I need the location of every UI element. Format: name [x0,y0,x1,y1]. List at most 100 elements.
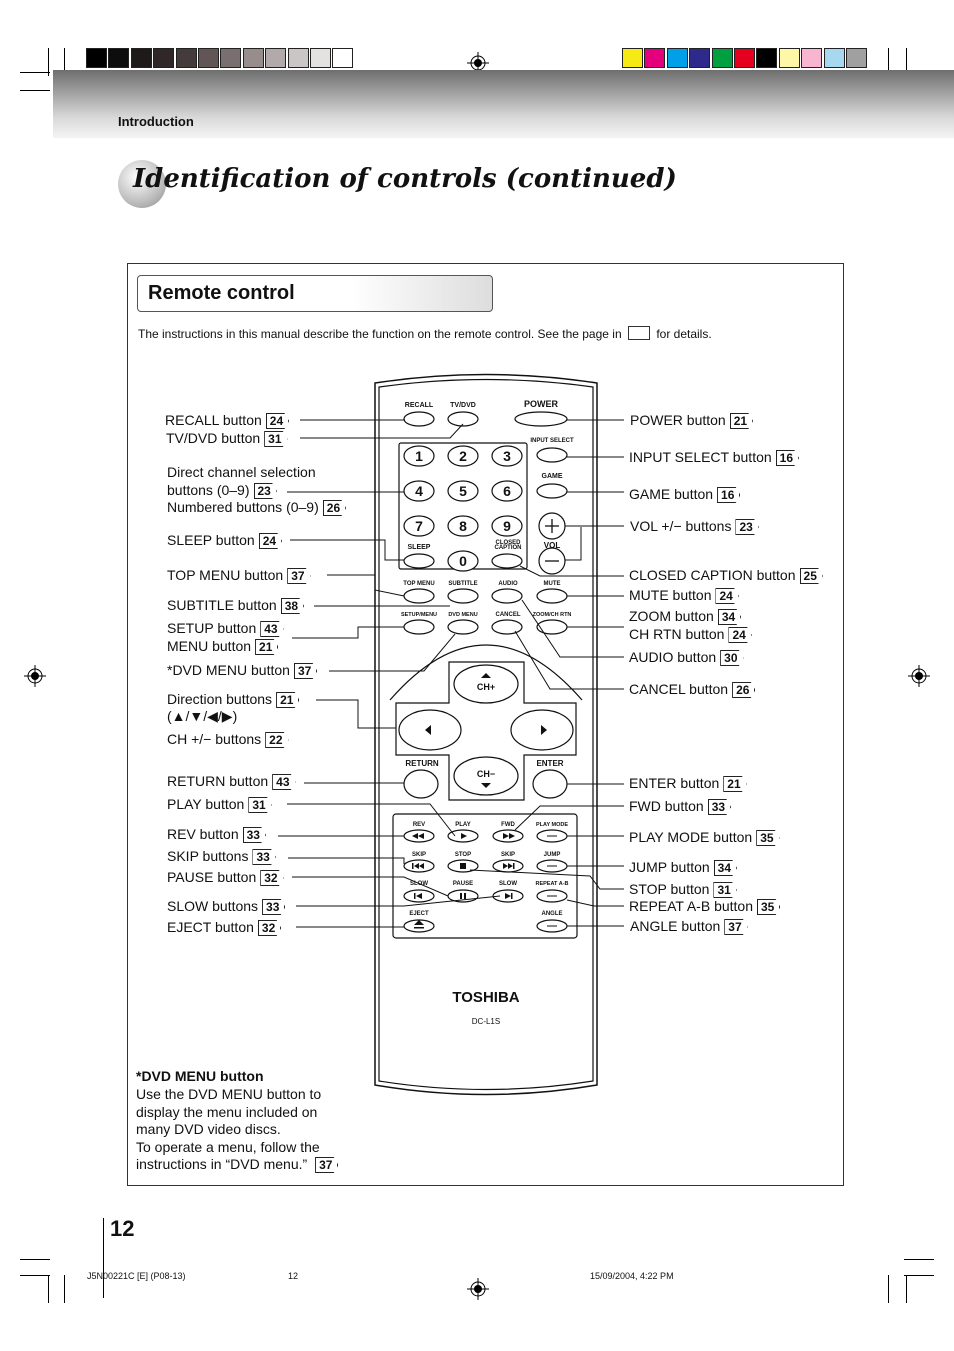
note-title: *DVD MENU button [136,1068,264,1084]
registration-target-icon [908,665,930,687]
crop-mark [906,48,907,76]
page-number-rule [103,1218,104,1298]
title-bullet [118,160,166,208]
crop-mark [888,48,889,76]
remote-label: GAME [542,473,563,480]
crop-mark [64,48,65,76]
label-direct-channel-buttons: buttons (0–9)23 [167,482,277,499]
note-line: many DVD video discs. [136,1121,281,1137]
remote-label: CLOSED [495,540,521,546]
color-swatch [332,48,354,68]
label-direct-channel: Direct channel selection [167,464,316,480]
remote-label: RECALL [405,402,434,409]
crop-mark [48,1275,49,1303]
digit-label: 0 [459,553,467,569]
note-line: display the menu included on [136,1103,318,1120]
registration-target-icon [467,52,489,74]
color-swatch [310,48,331,68]
color-swatch [86,48,107,68]
digit-label: 6 [503,483,511,499]
remote-label: SKIP [412,852,426,858]
color-swatch [823,48,845,68]
crop-mark [20,1259,50,1260]
crop-mark [64,1275,65,1303]
remote-label: ANGLE [542,911,563,917]
digit-label: 5 [459,483,467,499]
digit-label: 2 [459,448,467,464]
footer-center: 12 [288,1271,299,1281]
color-swatch [711,48,733,68]
note-page-ref: 37 [315,1157,339,1173]
remote-label: CH+ [477,682,495,692]
color-swatch [622,48,643,68]
remote-label: JUMP [544,852,561,858]
remote-label: CH− [477,769,495,779]
label-direction-arrows: (▲/▼/◀/▶) [167,708,238,724]
footer-right: 15/09/2004, 4:22 PM [590,1271,674,1281]
crop-mark [20,72,50,73]
brand-logo: TOSHIBA [452,989,519,1006]
color-swatch [756,48,778,68]
note-line-last: instructions in “DVD menu.” 37 [136,1156,356,1174]
remote-label: TV/DVD [450,402,476,409]
color-swatch [666,48,688,68]
remote-label: VOL [544,541,561,550]
header-band [53,70,954,138]
color-swatch [846,48,867,68]
note-body: Use the DVD MENU button to display the m… [136,1086,356,1174]
remote-label: FWD [501,822,515,828]
crop-mark [48,48,49,76]
page-ref-icon [627,326,650,340]
remote-label: PAUSE [453,881,473,887]
color-swatch [242,48,264,68]
intro-before: The instructions in this manual describe… [138,327,622,341]
color-swatch [198,48,219,68]
color-swatch [287,48,309,68]
remote-label: AUDIO [498,581,518,587]
remote-label: SETUP/MENU [401,612,437,618]
label-numbered-buttons: Numbered buttons (0–9)26 [167,499,347,516]
note-line: Use the DVD MENU button to [136,1086,322,1102]
color-swatch [778,48,800,68]
remote-label: RETURN [405,759,439,768]
remote-label: EJECT [409,911,429,917]
footer-left: J5N00221C [E] (P08-13) [87,1271,186,1281]
remote-label: INPUT SELECT [530,438,574,444]
color-swatch [265,48,287,68]
digit-label: 1 [415,448,423,464]
crop-mark [888,1275,889,1303]
crop-mark [20,90,50,91]
crop-mark [904,1259,934,1260]
remote-label: STOP [455,852,471,858]
intro-after: for details. [656,327,712,341]
color-swatch [130,48,152,68]
remote-label: SLOW [499,881,517,887]
registration-target-icon [24,665,46,687]
crop-mark [904,1275,934,1276]
color-swatch [220,48,242,68]
remote-label: SKIP [501,852,515,858]
